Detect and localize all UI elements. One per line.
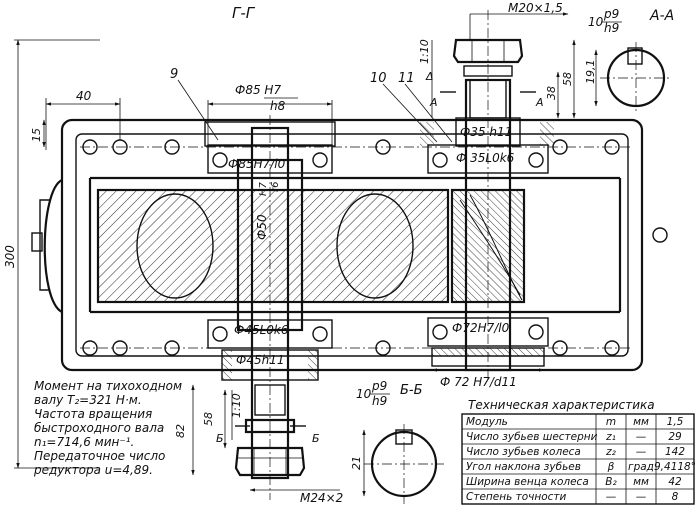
dim-ten-bottom: 10 bbox=[356, 387, 372, 401]
spec-cell-symbol: β bbox=[607, 461, 615, 473]
dim-d85h7l0: Ф85H7/l0 bbox=[228, 157, 286, 171]
drawing-labels: Г-Г А-А М20×1,5 10 p9 h9 19,1 38 58 1:10… bbox=[3, 1, 674, 505]
spec-cell-unit: град bbox=[628, 461, 654, 473]
spec-cell-symbol: m bbox=[606, 416, 616, 428]
callout-11: 11 bbox=[398, 71, 415, 86]
spec-cell-unit: мм bbox=[633, 476, 649, 488]
dim-fifty-eight-top: 58 bbox=[561, 72, 574, 86]
dim-d85h8: h8 bbox=[270, 99, 286, 113]
note-line-7: редуктора u=4,89. bbox=[33, 463, 153, 477]
spec-cell-symbol: z₂ bbox=[605, 446, 617, 458]
aa-title: А-А bbox=[649, 8, 674, 24]
dim-ten-top: 10 bbox=[588, 15, 604, 29]
dim-fifty-eight-bottom: 58 bbox=[202, 412, 215, 426]
spec-cell-value: 29 bbox=[668, 431, 682, 443]
fast-shaft-nut bbox=[452, 38, 524, 119]
section-title: Г-Г bbox=[232, 4, 256, 22]
dim-delta: Δ bbox=[425, 70, 434, 83]
dim-d45l0k6: Ф45L0k6 bbox=[234, 323, 289, 337]
dim-taper-top: 1:10 bbox=[418, 39, 431, 64]
dim-d35l0k6: Ф 35L0k6 bbox=[456, 151, 515, 165]
callout-10: 10 bbox=[370, 71, 387, 86]
note-line-1: Момент на тихоходном bbox=[34, 379, 182, 393]
dim-h9-bottom: h9 bbox=[372, 394, 387, 408]
dim-d50: Ф50 bbox=[255, 214, 269, 240]
housing-outline bbox=[31, 118, 644, 372]
note-line-5: n₁=714,6 мин⁻¹. bbox=[34, 435, 134, 449]
dim-eighty-two: 82 bbox=[174, 424, 187, 438]
note-line-4: быстроходного вала bbox=[34, 421, 164, 435]
dim-twenty-one: 21 bbox=[350, 456, 363, 470]
spec-cell-unit: — bbox=[636, 431, 647, 443]
spec-cell-name: Число зубьев колеса bbox=[466, 446, 581, 458]
spec-cell-unit: мм bbox=[633, 416, 649, 428]
spec-table-title: Техническая характеристика bbox=[468, 398, 655, 412]
spec-cell-value: 9,4118° bbox=[654, 461, 696, 473]
dim-d72h7d11: Ф 72 H7/d11 bbox=[440, 375, 517, 389]
section-a-a bbox=[594, 42, 672, 114]
slow-shaft-wheel bbox=[96, 115, 450, 500]
spec-cell-unit: — bbox=[636, 446, 647, 458]
note-line-6: Передаточное число bbox=[34, 449, 165, 463]
dim-d35h11: Ф35 h11 bbox=[460, 125, 512, 139]
section-b-b bbox=[362, 424, 444, 504]
section-bb-title: Б-Б bbox=[400, 383, 423, 398]
dim-d45h11: Ф45h11 bbox=[236, 353, 284, 367]
dim-p9-bottom: p9 bbox=[371, 379, 387, 393]
dim-d72h7l0: Ф72H7/l0 bbox=[452, 321, 510, 335]
dim-d50-r6: r6 bbox=[270, 182, 281, 192]
spec-cell-symbol: z₁ bbox=[605, 431, 616, 443]
spec-table: Техническая характеристика Модуль m мм 1,5Ч… bbox=[461, 398, 696, 505]
note-line-3: Частота вращения bbox=[34, 407, 152, 421]
mark-a2: А bbox=[535, 96, 544, 109]
spec-cell-value: 42 bbox=[668, 476, 682, 488]
dim-d85h7: Ф85 H7 bbox=[235, 83, 281, 97]
fast-shaft-pinion bbox=[420, 10, 554, 380]
mark-a1: А bbox=[429, 96, 438, 109]
dim-h9-top: h9 bbox=[604, 21, 619, 35]
dimension-lines bbox=[14, 12, 576, 492]
spec-cell-unit: — bbox=[636, 491, 647, 503]
dim-three-hundred: 300 bbox=[3, 245, 17, 268]
dim-fifteen: 15 bbox=[30, 128, 43, 142]
spec-cell-name: Степень точности bbox=[466, 491, 567, 503]
spec-cell-symbol: B₂ bbox=[605, 476, 617, 488]
spec-cell-value: 1,5 bbox=[667, 416, 684, 428]
dim-thirty-eight: 38 bbox=[545, 86, 558, 100]
callout-9: 9 bbox=[170, 67, 178, 82]
spec-cell-name: Число зубьев шестерни bbox=[466, 431, 598, 443]
dim-d50-h7: H7 bbox=[258, 181, 269, 196]
spec-cell-symbol: — bbox=[606, 491, 617, 503]
dim-m24: М24×2 bbox=[300, 491, 343, 505]
dim-forty: 40 bbox=[76, 89, 92, 103]
spec-cell-value: 8 bbox=[672, 491, 679, 503]
dim-p9-top: p9 bbox=[603, 7, 619, 21]
dim-m20: М20×1,5 bbox=[508, 1, 563, 15]
slow-shaft-nut bbox=[234, 384, 306, 477]
mark-b1: Б bbox=[216, 432, 224, 445]
spec-cell-name: Модуль bbox=[466, 416, 508, 428]
dim-nineteen: 19,1 bbox=[584, 60, 597, 85]
note-line-2: валу T₂=321 Н·м. bbox=[34, 393, 142, 407]
housing-bolts bbox=[80, 139, 668, 356]
mark-b2: Б bbox=[312, 432, 320, 445]
spec-cell-name: Ширина венца колеса bbox=[466, 476, 589, 488]
spec-cell-name: Угол наклона зубьев bbox=[466, 461, 581, 473]
spec-cell-value: 142 bbox=[665, 446, 685, 458]
dim-taper-bottom: 1:10 bbox=[230, 393, 243, 418]
